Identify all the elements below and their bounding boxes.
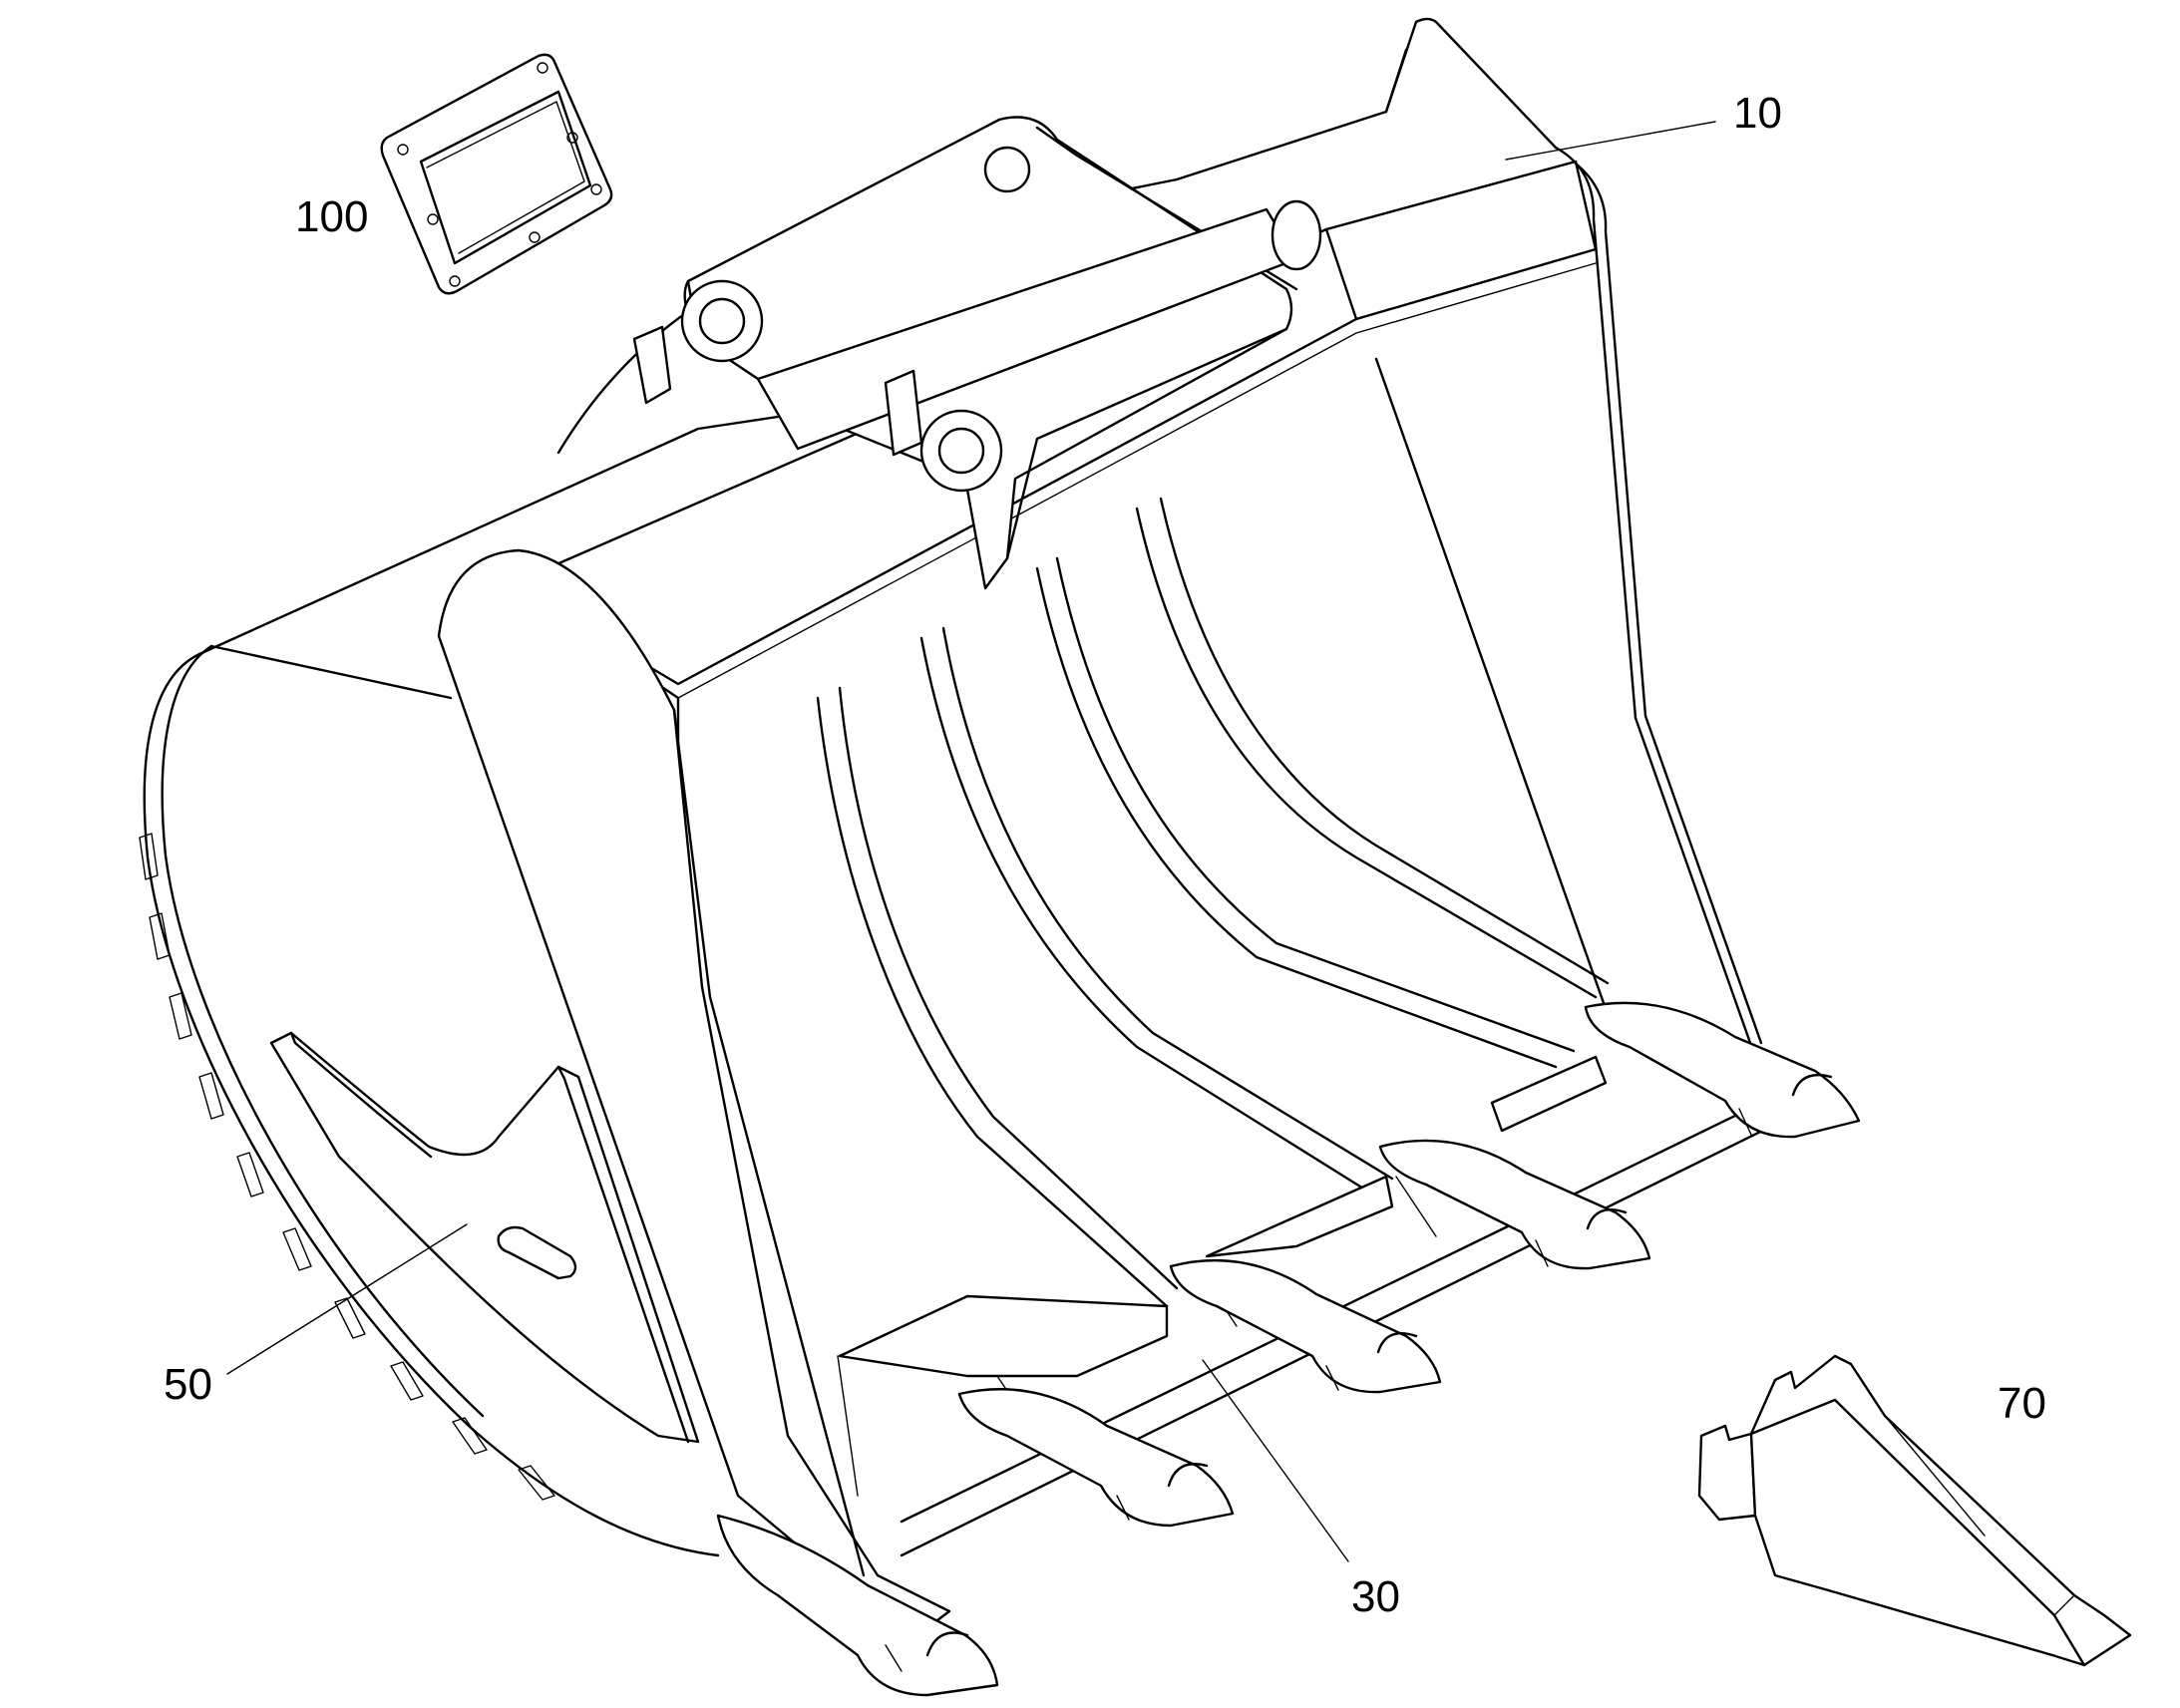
leader-30: [1202, 1359, 1349, 1562]
bucket-body-drawing: [143, 17, 1817, 1637]
side-plate-drawing: [139, 833, 700, 1501]
cover-plate-drawing: [380, 53, 613, 295]
tooth-adapter-2: [957, 1388, 1235, 1528]
callout-70: 70: [1998, 1379, 2046, 1428]
tooth-adapter-1: [716, 1514, 999, 1697]
leader-50: [226, 1223, 468, 1375]
tooth-adapter-3: [1169, 1258, 1442, 1394]
leader-lines: [226, 121, 1716, 1562]
callout-50: 50: [164, 1360, 212, 1409]
callout-30: 30: [1351, 1572, 1400, 1621]
tooth-tip-drawing: [1697, 1354, 2132, 1667]
tooth-adapter-5: [1584, 1001, 1861, 1139]
leader-10: [1505, 121, 1716, 161]
callout-10: 10: [1733, 89, 1782, 138]
callout-100: 100: [295, 192, 369, 241]
tooth-adapter-4: [1378, 1139, 1651, 1270]
